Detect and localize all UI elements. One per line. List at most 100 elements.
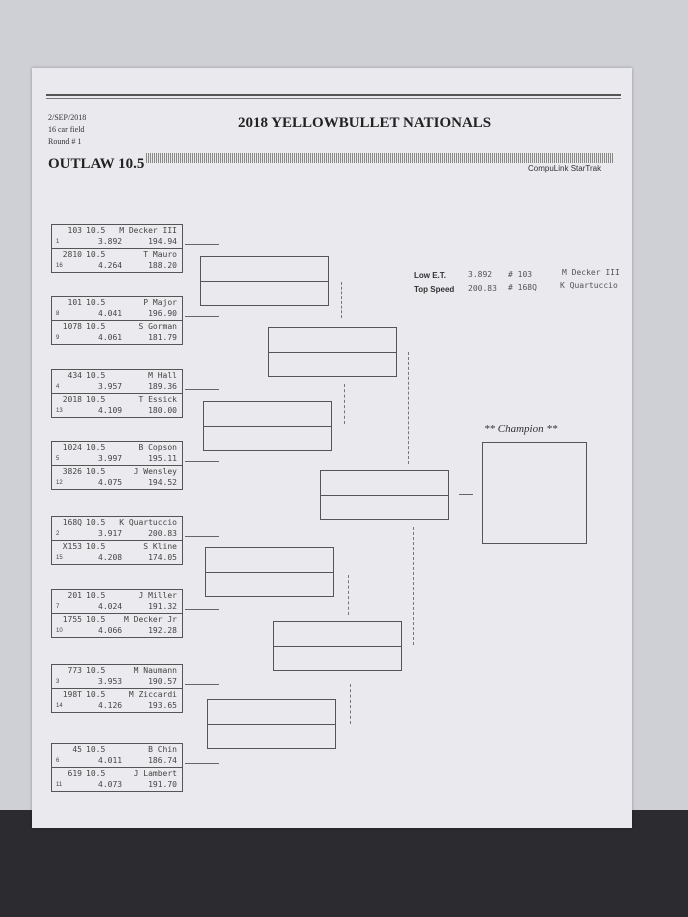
seed: 5 (56, 456, 60, 462)
class: 10.5 (86, 298, 106, 307)
racer-entry: 1755 10.5 M Decker Jr 10 4.066 192.28 (52, 613, 182, 637)
elapsed-time: 4.109 (98, 406, 123, 415)
class: 10.5 (86, 542, 106, 551)
header-rule (46, 98, 621, 99)
racer-entry: 2018 10.5 T Essick 13 4.109 180.00 (52, 393, 182, 417)
connector-line (185, 536, 219, 537)
driver-name: M Decker III (119, 226, 177, 235)
elapsed-time: 4.066 (98, 626, 123, 635)
class: 10.5 (86, 467, 106, 476)
car-number: 2810 (62, 250, 82, 259)
racer-entry: 2810 10.5 T Mauro 16 4.264 188.20 (52, 248, 182, 272)
driver-name: M Ziccardi (128, 690, 177, 699)
speed: 186.74 (148, 756, 177, 765)
speed: 200.83 (148, 529, 177, 538)
class: 10.5 (86, 443, 106, 452)
racer-entry: 773 10.5 M Naumann 3 3.953 190.57 (52, 665, 182, 688)
car-number: 101 (67, 298, 82, 307)
connector-line (350, 684, 351, 724)
seed: 4 (56, 384, 60, 390)
top-speed-label: Top Speed (414, 285, 455, 294)
class: 10.5 (86, 250, 106, 259)
speed: 192.28 (148, 626, 177, 635)
round2-slot (207, 699, 336, 749)
racer-entry: 45 10.5 B Chin 6 4.011 186.74 (52, 744, 182, 767)
seed: 11 (56, 782, 63, 788)
elapsed-time: 4.061 (98, 333, 123, 342)
top-speed-car: # 168Q (508, 283, 537, 292)
car-number: 3826 (62, 467, 82, 476)
racer-entry: 434 10.5 M Hall 4 3.957 189.36 (52, 370, 182, 393)
speed: 196.90 (148, 309, 177, 318)
seed: 15 (56, 555, 63, 561)
elapsed-time: 4.073 (98, 780, 123, 789)
driver-name: J Lambert (133, 769, 177, 778)
connector-line (185, 609, 219, 610)
matchup-box: 101 10.5 P Major 8 4.041 196.90 1078 10.… (51, 296, 183, 345)
car-number: 168Q (62, 518, 82, 527)
class: 10.5 (86, 371, 106, 380)
car-number: X153 (62, 542, 82, 551)
connector-line (348, 575, 349, 615)
driver-name: T Mauro (143, 250, 177, 259)
round2-slot (205, 547, 334, 597)
connector-line (408, 352, 409, 464)
brand-label: CompuLink StarTrak (528, 164, 602, 173)
driver-name: P Major (143, 298, 177, 307)
event-date: 2/SEP/2018 (48, 113, 87, 122)
driver-name: M Hall (148, 371, 177, 380)
top-speed-driver: K Quartuccio (560, 281, 618, 290)
speed: 193.65 (148, 701, 177, 710)
matchup-box: 168Q 10.5 K Quartuccio 2 3.917 200.83 X1… (51, 516, 183, 565)
class: 10.5 (86, 615, 106, 624)
seed: 7 (56, 604, 60, 610)
car-number: 45 (72, 745, 82, 754)
connector-line (413, 527, 414, 645)
class: 10.5 (86, 666, 106, 675)
driver-name: B Chin (148, 745, 177, 754)
racer-entry: 619 10.5 J Lambert 11 4.073 191.70 (52, 767, 182, 791)
top-speed-value: 200.83 (468, 284, 497, 293)
elapsed-time: 3.917 (98, 529, 123, 538)
round2-slot (203, 401, 332, 451)
seed: 3 (56, 679, 60, 685)
driver-name: M Naumann (133, 666, 177, 675)
car-number: 619 (67, 769, 82, 778)
speed: 190.57 (148, 677, 177, 686)
connector-line (344, 384, 345, 424)
elapsed-time: 4.126 (98, 701, 123, 710)
driver-name: T Essick (138, 395, 177, 404)
class: 10.5 (86, 690, 106, 699)
racer-entry: 198T 10.5 M Ziccardi 14 4.126 193.65 (52, 688, 182, 712)
class: 10.5 (86, 322, 106, 331)
seed: 14 (56, 703, 63, 709)
matchup-box: 201 10.5 J Miller 7 4.024 191.32 1755 10… (51, 589, 183, 638)
header-rule (46, 94, 621, 96)
connector-line (185, 461, 219, 462)
speed: 181.79 (148, 333, 177, 342)
seed: 2 (56, 531, 60, 537)
matchup-box: 45 10.5 B Chin 6 4.011 186.74 619 10.5 J… (51, 743, 183, 792)
elapsed-time: 3.997 (98, 454, 123, 463)
class: 10.5 (86, 518, 106, 527)
racer-entry: 201 10.5 J Miller 7 4.024 191.32 (52, 590, 182, 613)
low-et-car: # 103 (508, 270, 533, 279)
connector-line (459, 494, 473, 495)
speed: 191.32 (148, 602, 177, 611)
final-slot (320, 470, 449, 520)
seed: 10 (56, 628, 63, 634)
speed: 195.11 (148, 454, 177, 463)
driver-name: J Wensley (133, 467, 177, 476)
speed: 189.36 (148, 382, 177, 391)
car-number: 434 (67, 371, 82, 380)
hatch-rule (146, 153, 613, 163)
driver-name: K Quartuccio (119, 518, 177, 527)
connector-line (185, 389, 219, 390)
class: 10.5 (86, 591, 106, 600)
driver-name: S Kline (143, 542, 177, 551)
speed: 174.05 (148, 553, 177, 562)
champion-label: ** Champion ** (484, 423, 558, 435)
event-title: 2018 YELLOWBULLET NATIONALS (238, 115, 492, 131)
class: 10.5 (86, 226, 106, 235)
driver-name: M Decker Jr (124, 615, 177, 624)
